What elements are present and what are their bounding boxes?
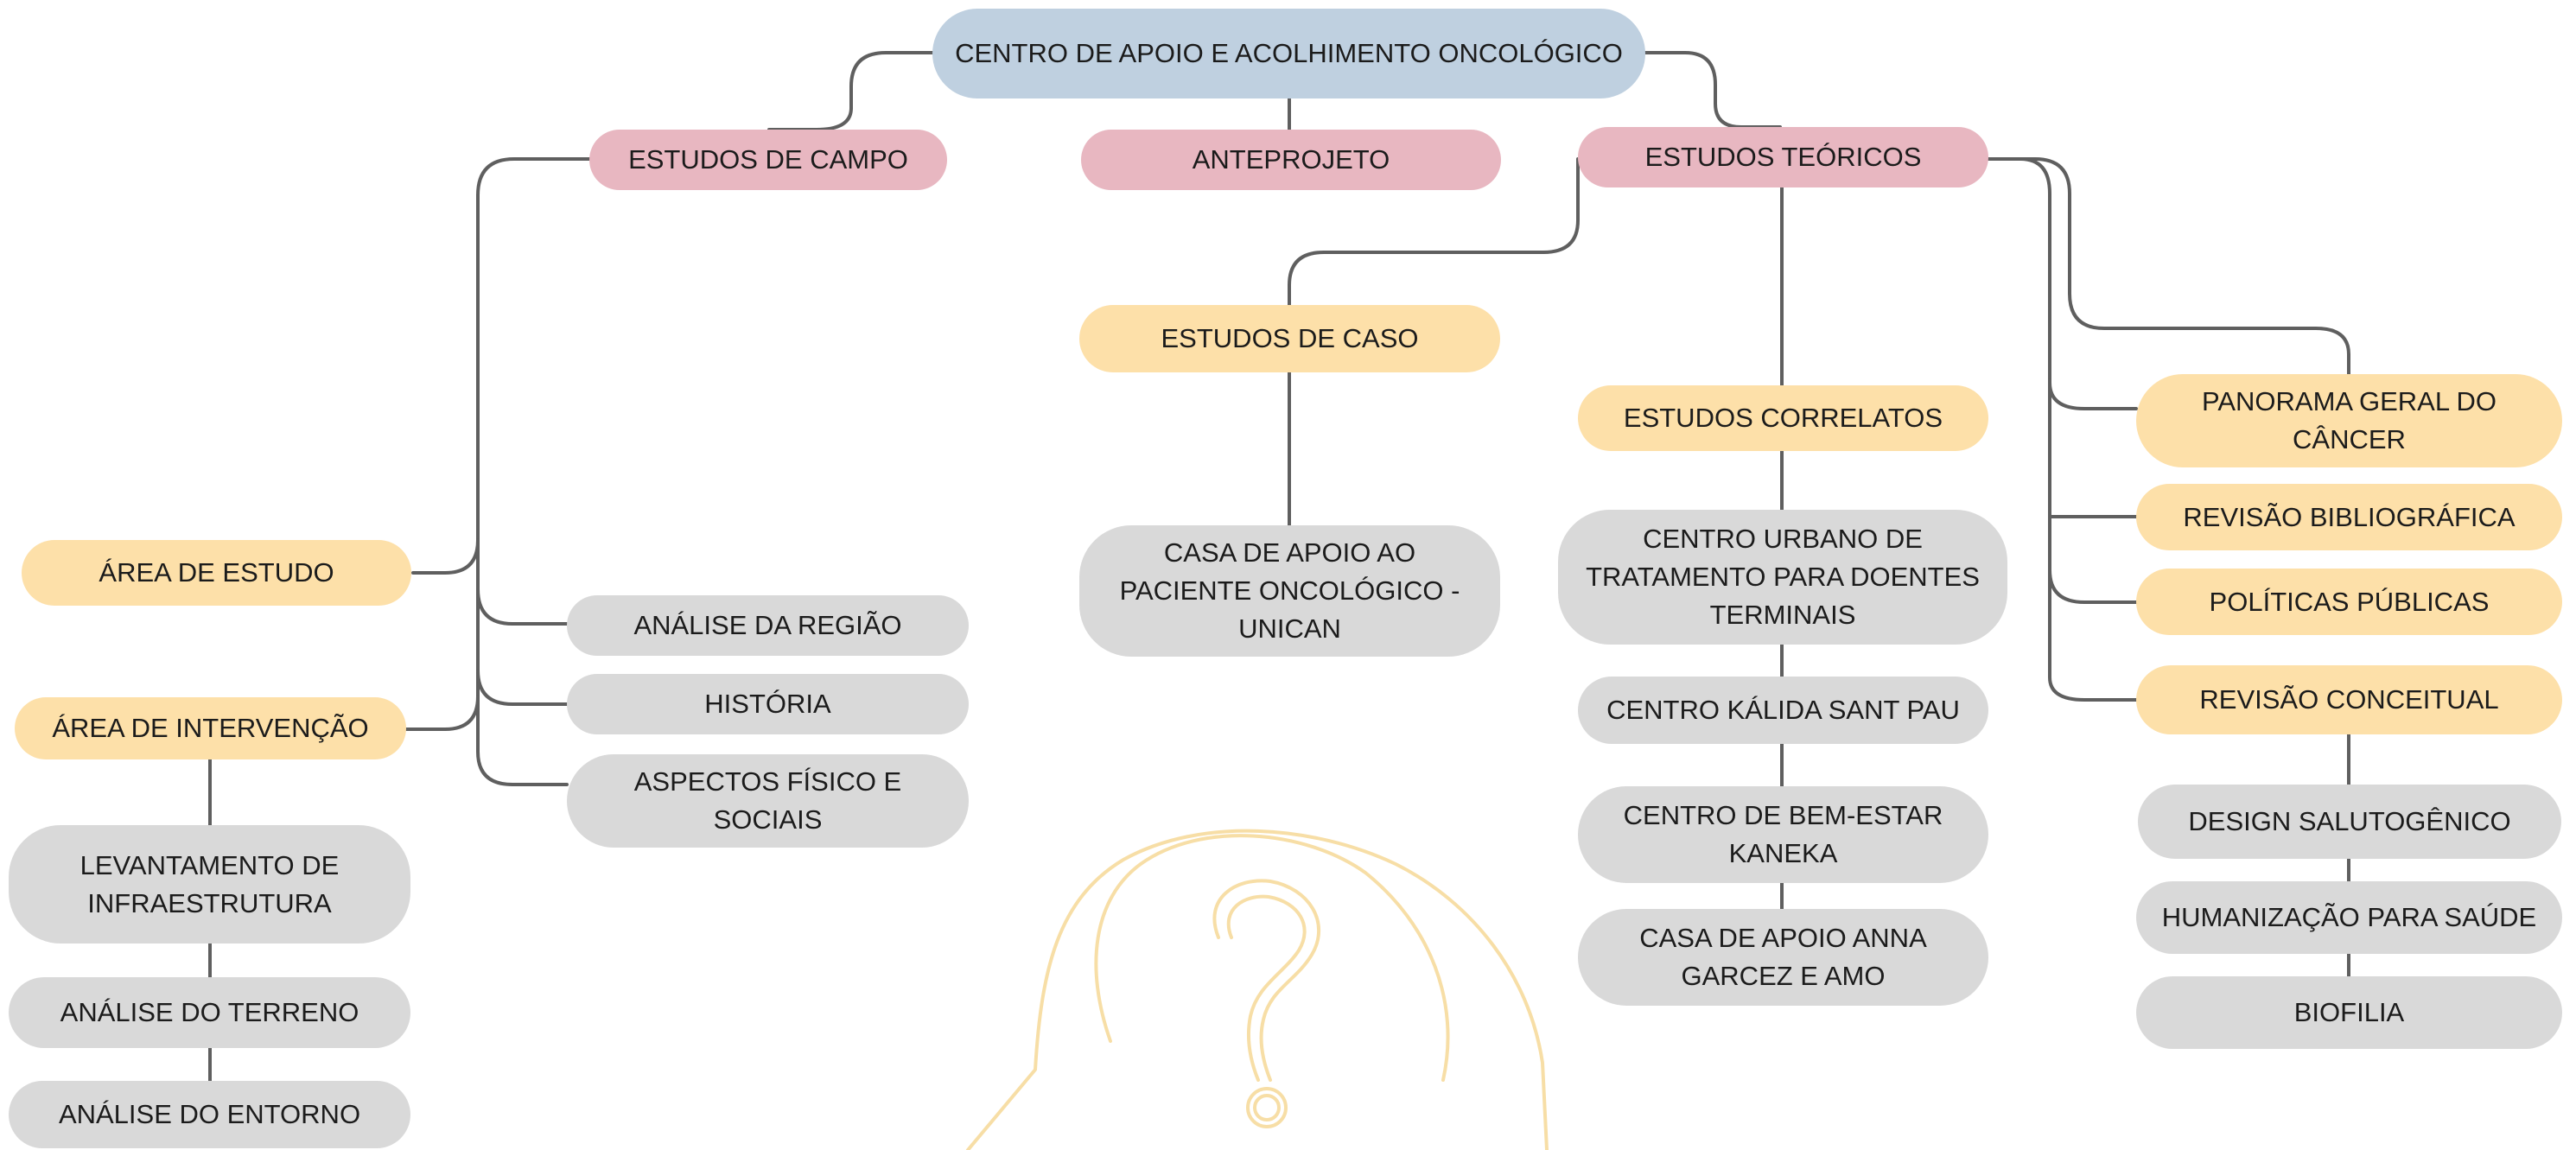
area-de-intervencao-node: ÁREA DE INTERVENÇÃO [15,697,406,759]
levantamento-de-infraestrutura-node: LEVANTAMENTO DE INFRAESTRUTURA [9,825,410,944]
anteprojeto-node: ANTEPROJETO [1081,130,1501,190]
conceitual-item: DESIGN SALUTOGÊNICO [2138,785,2561,859]
conceitual-item-label: DESIGN SALUTOGÊNICO [2188,806,2511,836]
analise-do-terreno-node: ANÁLISE DO TERRENO [9,977,410,1048]
revisao-conceitual-node: REVISÃO CONCEITUAL [2136,665,2562,734]
levantamento-de-infraestrutura-label: LEVANTAMENTO DE INFRAESTRUTURA [80,849,340,918]
historia-label: HISTÓRIA [704,689,831,719]
conceitual-item: BIOFILIA [2136,976,2562,1049]
estudos-de-caso-node: ESTUDOS DE CASO [1079,305,1500,372]
aspectos-fisico-e-sociais-node: ASPECTOS FÍSICO E SOCIAIS [567,754,969,848]
correlato-item: CENTRO URBANO DE TRATAMENTO PARA DOENTES… [1558,510,2007,645]
revisao-bibliografica-label: REVISÃO BIBLIOGRÁFICA [2183,501,2516,532]
estudos-de-caso-label: ESTUDOS DE CASO [1161,323,1419,353]
area-de-estudo-label: ÁREA DE ESTUDO [99,557,334,588]
historia-node: HISTÓRIA [567,674,969,734]
area-de-intervencao-label: ÁREA DE INTERVENÇÃO [52,713,369,743]
panorama-geral-do-cancer-label: PANORAMA GERAL DO CÂNCER [2201,386,2497,454]
estudos-correlatos-label: ESTUDOS CORRELATOS [1623,403,1943,433]
correlato-item-label: CENTRO URBANO DE TRATAMENTO PARA DOENTES… [1586,524,1980,630]
root-label: CENTRO DE APOIO E ACOLHIMENTO ONCOLÓGICO [955,38,1623,68]
conceitual-item-label: HUMANIZAÇÃO PARA SAÚDE [2161,902,2537,932]
politicas-publicas-label: POLÍTICAS PÚBLICAS [2209,586,2490,617]
correlato-item: CENTRO DE BEM-ESTAR KANEKA [1578,786,1988,883]
aspectos-fisico-e-sociais-label: ASPECTOS FÍSICO E SOCIAIS [633,766,902,835]
estudos-correlatos-node: ESTUDOS CORRELATOS [1578,385,1988,451]
correlato-item: CENTRO KÁLIDA SANT PAU [1578,677,1988,744]
panorama-geral-do-cancer-node: PANORAMA GERAL DO CÂNCER [2136,374,2562,467]
analise-do-entorno-node: ANÁLISE DO ENTORNO [9,1081,410,1148]
anteprojeto-label: ANTEPROJETO [1192,144,1390,175]
politicas-publicas-node: POLÍTICAS PÚBLICAS [2136,569,2562,635]
revisao-conceitual-label: REVISÃO CONCEITUAL [2199,684,2499,715]
conceitual-item-label: BIOFILIA [2293,997,2405,1027]
estudos-teoricos-node: ESTUDOS TEÓRICOS [1578,127,1988,187]
area-de-estudo-node: ÁREA DE ESTUDO [22,540,411,606]
revisao-bibliografica-node: REVISÃO BIBLIOGRÁFICA [2136,484,2562,550]
estudos-de-campo-label: ESTUDOS DE CAMPO [628,144,908,175]
analise-do-entorno-label: ANÁLISE DO ENTORNO [58,1099,361,1129]
correlato-item-label: CASA DE APOIO ANNA GARCEZ E AMO [1639,923,1927,991]
estudos-de-campo-node: ESTUDOS DE CAMPO [589,130,947,190]
analise-da-regiao-label: ANÁLISE DA REGIÃO [633,610,902,640]
analise-da-regiao-node: ANÁLISE DA REGIÃO [567,595,969,656]
analise-do-terreno-label: ANÁLISE DO TERRENO [60,997,359,1027]
estudos-teoricos-label: ESTUDOS TEÓRICOS [1644,142,1922,172]
conceitual-item: HUMANIZAÇÃO PARA SAÚDE [2136,881,2562,954]
correlato-item-label: CENTRO DE BEM-ESTAR KANEKA [1623,800,1943,868]
correlato-item: CASA DE APOIO ANNA GARCEZ E AMO [1578,909,1988,1006]
unican-label: CASA DE APOIO AO PACIENTE ONCOLÓGICO - U… [1119,537,1460,644]
root-node: CENTRO DE APOIO E ACOLHIMENTO ONCOLÓGICO [932,9,1645,98]
unican-node: CASA DE APOIO AO PACIENTE ONCOLÓGICO - U… [1079,525,1500,657]
correlato-item-label: CENTRO KÁLIDA SANT PAU [1606,695,1960,725]
